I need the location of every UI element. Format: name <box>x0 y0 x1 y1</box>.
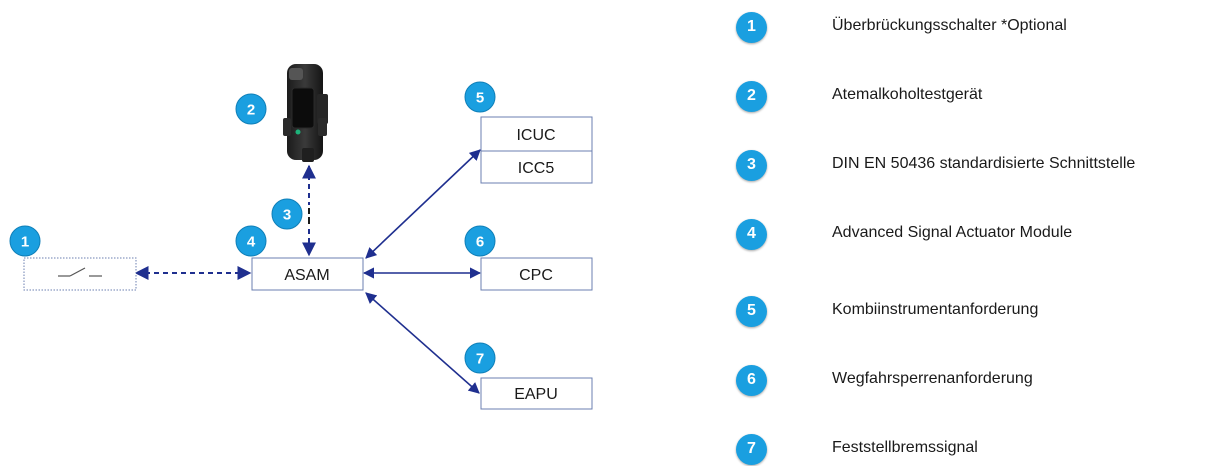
breathalyzer-device-icon <box>283 64 328 162</box>
svg-text:3: 3 <box>283 207 291 224</box>
legend-badge: 5 <box>736 295 767 327</box>
badge-5: 5 <box>464 81 496 113</box>
legend-item: 7 Feststellbremssignal <box>736 432 978 466</box>
icuc-label: ICUC <box>516 127 555 144</box>
legend-label: Atemalkoholtestgerät <box>832 86 983 103</box>
asam-label: ASAM <box>284 267 329 284</box>
svg-text:2: 2 <box>247 102 255 119</box>
switch-symbol-icon <box>58 267 102 277</box>
legend-label: Überbrückungsschalter *Optional <box>832 17 1067 34</box>
asam-box: ASAM <box>251 257 364 291</box>
legend-badge: 1 <box>736 11 767 43</box>
legend-label: DIN EN 50436 standardisierte Schnittstel… <box>832 155 1136 172</box>
bypass-switch-box <box>23 257 137 291</box>
badge-1: 1 <box>9 225 41 257</box>
cpc-box: CPC <box>480 257 593 291</box>
badge-3: 3 <box>271 198 303 230</box>
legend-label: Kombiinstrumentanforderung <box>832 301 1039 318</box>
badge-7: 7 <box>464 342 496 374</box>
badge-2: 2 <box>235 93 267 125</box>
svg-text:5: 5 <box>476 90 484 107</box>
legend-item: 6 Wegfahrsperrenanforderung <box>736 363 1033 397</box>
icuc-icc5-box: ICUC ICC5 <box>480 116 593 184</box>
system-diagram: ASAM ICUC ICC5 CPC EAPU 1 2 3 <box>9 64 593 410</box>
legend-label: Feststellbremssignal <box>832 439 978 456</box>
legend-item: 5 Kombiinstrumentanforderung <box>736 294 1038 328</box>
interface-connector <box>305 205 313 225</box>
legend-badge: 3 <box>736 149 767 181</box>
svg-text:7: 7 <box>476 351 484 368</box>
legend-badge: 4 <box>736 218 767 250</box>
legend-item: 3 DIN EN 50436 standardisierte Schnittst… <box>736 148 1135 182</box>
svg-text:1: 1 <box>21 234 29 251</box>
asam-to-eapu-connection <box>365 292 480 394</box>
legend-item: 2 Atemalkoholtestgerät <box>736 79 982 113</box>
svg-text:4: 4 <box>247 234 256 251</box>
cpc-label: CPC <box>519 267 553 284</box>
legend-label: Wegfahrsperrenanforderung <box>832 370 1033 387</box>
svg-text:6: 6 <box>476 234 484 251</box>
legend-badge: 2 <box>736 80 767 112</box>
legend-item: 4 Advanced Signal Actuator Module <box>736 217 1072 251</box>
icc5-label: ICC5 <box>518 160 555 177</box>
eapu-label: EAPU <box>514 386 558 403</box>
legend-badge: 7 <box>736 433 767 465</box>
asam-to-icc-connection <box>365 149 481 259</box>
eapu-box: EAPU <box>480 377 593 410</box>
badge-4: 4 <box>235 225 267 257</box>
badge-6: 6 <box>464 225 496 257</box>
legend-label: Advanced Signal Actuator Module <box>832 224 1073 241</box>
legend-badge: 6 <box>736 364 767 396</box>
legend-item: 1 Überbrückungsschalter *Optional <box>736 10 1067 44</box>
